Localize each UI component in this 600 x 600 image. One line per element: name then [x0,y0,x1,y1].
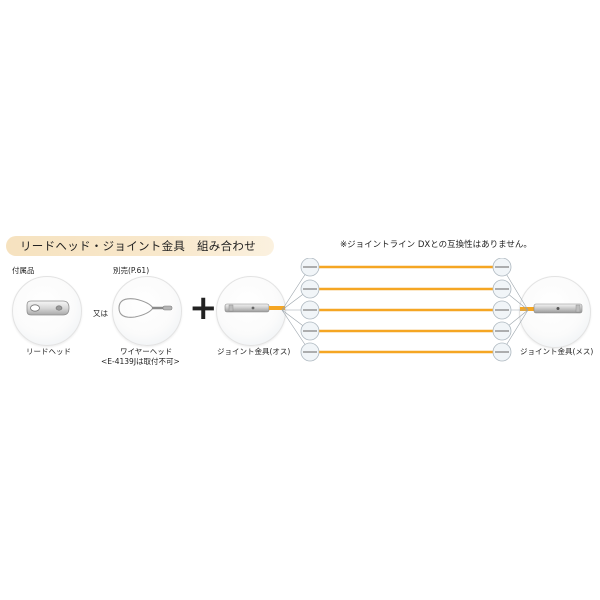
male-joint-icon [224,303,285,313]
rod-end-left-4 [300,321,320,341]
wire-head-circle [112,276,182,346]
rod-end-circles [300,258,512,362]
lead-head-label: リードヘッド [26,347,71,356]
rods [310,265,502,354]
rods-diagram [281,258,529,362]
plus-icon: + [189,288,218,328]
rod-end-right-5 [492,342,512,362]
section-title: リードヘッド・ジョイント金具 組み合わせ [6,236,274,256]
rod-end-right-1 [492,258,512,277]
female-joint-label: ジョイント金具(メス) [520,347,594,356]
compatibility-note: ※ジョイントライン DXとの互換性はありません。 [340,240,532,250]
rod-end-right-4 [492,321,512,341]
rod-end-right-3 [492,300,512,320]
wire-head-note: <E-4139Jは取付不可> [101,357,180,366]
female-joint-icon [520,303,583,314]
wire-head-label: ワイヤーヘッド [120,347,173,356]
wire-head-icon [118,298,173,318]
accessory-caption: 付属品 [12,266,35,275]
male-joint-circle [216,276,286,346]
rod-end-left-3 [300,300,320,320]
rod-end-left-2 [300,279,320,299]
rod-end-right-2 [492,279,512,299]
female-joint-circle [519,276,591,348]
male-joint-label: ジョイント金具(オス) [217,347,291,356]
rod-end-left-5 [300,342,320,362]
lead-head-icon [26,300,70,316]
sold-separately-caption: 別売(P.61) [113,266,150,275]
lead-head-circle [12,276,82,346]
or-label: 又は [93,309,108,318]
rod-end-left-1 [300,258,320,277]
